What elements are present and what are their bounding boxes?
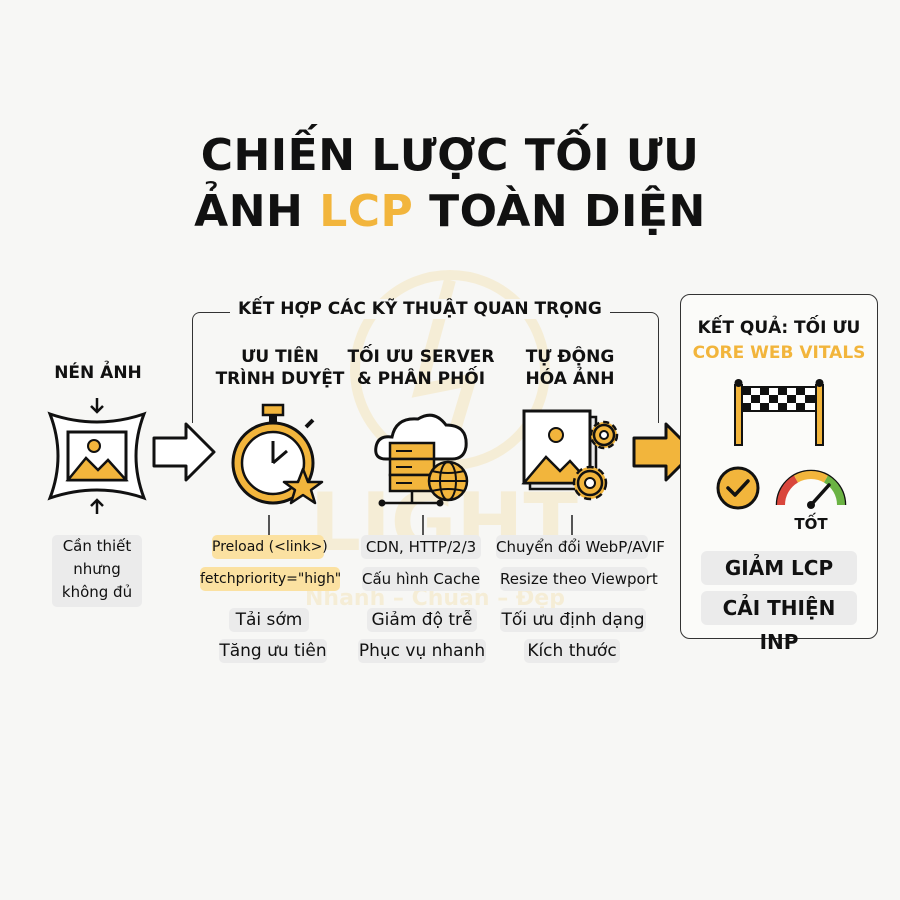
- column-head-line: TỰ ĐỘNG: [525, 347, 615, 367]
- tech-chip: Cấu hình Cache: [362, 567, 480, 591]
- tech-chip: fetchpriority="high": [200, 567, 341, 591]
- benefit-chip: Phục vụ nhanh: [358, 639, 486, 663]
- page-title-line1: CHIẾN LƯỢC TỐI ƯU: [200, 130, 700, 181]
- stopwatch-star-icon: [231, 403, 324, 505]
- connector-line: [422, 515, 424, 535]
- compress-note-line: nhưng: [73, 560, 121, 578]
- connector-line: [571, 515, 573, 535]
- connector-line: [268, 515, 270, 535]
- compress-note-line: Cần thiết: [62, 537, 132, 555]
- compress-note-line: không đủ: [61, 583, 133, 601]
- checkmark-circle-icon: [716, 466, 760, 510]
- tech-chip: Chuyển đổi WebP/AVIF: [496, 535, 665, 559]
- title-suffix: TOÀN DIỆN: [413, 186, 706, 237]
- column-server-head: TỐI ƯU SERVER & PHÂN PHỐI: [345, 346, 497, 390]
- compress-label: NÉN ẢNH: [54, 363, 142, 383]
- image-gears-icon: [521, 409, 619, 501]
- column-head-line: TRÌNH DUYỆT: [215, 369, 345, 389]
- benefit-chip: Kích thước: [524, 639, 620, 663]
- tech-chip: Preload (<link>): [212, 535, 328, 559]
- tech-chip: Resize theo Viewport: [500, 567, 658, 591]
- column-browser-head: ƯU TIÊN TRÌNH DUYỆT: [205, 346, 355, 390]
- column-head-line: & PHÂN PHỐI: [356, 369, 486, 389]
- speed-gauge-icon: [775, 469, 847, 509]
- tech-chip: CDN, HTTP/2/3: [361, 535, 481, 559]
- result-title: KẾT QUẢ: TỐI ƯU: [697, 318, 861, 338]
- compress-image-icon: [47, 398, 147, 514]
- arrow-right-icon: [152, 422, 216, 482]
- result-subtitle: CORE WEB VITALS: [692, 343, 866, 363]
- page-title-line2: ẢNH LCP TOÀN DIỆN: [0, 184, 900, 240]
- combine-label: KẾT HỢP CÁC KỸ THUẬT QUAN TRỌNG: [230, 299, 610, 319]
- compress-note: Cần thiết nhưng không đủ: [52, 535, 142, 607]
- benefit-chip: Tăng ưu tiên: [219, 639, 327, 663]
- outcome-chip-inp: CẢI THIỆN INP: [701, 591, 857, 654]
- column-automation-head: TỰ ĐỘNG HÓA ẢNH: [505, 346, 635, 390]
- column-head-line: HÓA ẢNH: [525, 369, 615, 389]
- title-accent-lcp: LCP: [319, 186, 414, 237]
- column-head-line: TỐI ƯU SERVER: [347, 347, 495, 367]
- outcome-chip-lcp: GIẢM LCP: [701, 551, 857, 585]
- gauge-label: TỐT: [794, 515, 828, 533]
- benefit-chip: Tải sớm: [229, 608, 309, 632]
- cloud-server-globe-icon: [374, 413, 469, 507]
- finish-flag-icon: [734, 379, 824, 446]
- benefit-chip: Giảm độ trễ: [367, 608, 477, 632]
- column-head-line: ƯU TIÊN: [241, 347, 319, 367]
- title-prefix: ẢNH: [194, 186, 320, 237]
- result-panel: KẾT QUẢ: TỐI ƯU CORE WEB VITALS TỐT GIẢM…: [680, 294, 878, 654]
- benefit-chip: Tối ưu định dạng: [500, 608, 646, 632]
